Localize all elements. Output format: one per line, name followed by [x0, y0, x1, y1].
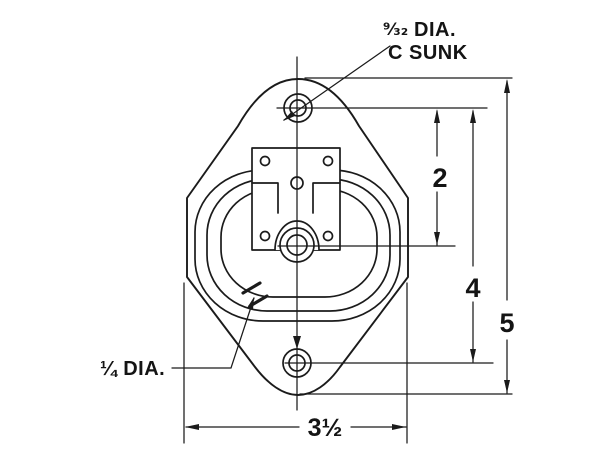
csunk-leader-arrow [283, 111, 295, 121]
dim4-arrow-down [470, 349, 476, 362]
bracket-screw-hole-top-right [322, 155, 334, 167]
ring-dia-leader-line [171, 297, 255, 369]
bracket-notch-left [251, 182, 279, 214]
bracket-notch-right [312, 182, 341, 214]
dim-width-arrow-right [392, 424, 406, 430]
dim-label-width: 3½ [308, 414, 343, 442]
dim5-arrow-down [504, 380, 510, 393]
dim-label-5: 5 [499, 308, 514, 338]
dim-width-arrow-left [185, 424, 199, 430]
bracket-screw-hole-bottom-left [259, 230, 271, 242]
csunk-note-line2: C SUNK [388, 42, 468, 64]
bracket-screw-hole-bottom-right [322, 230, 334, 242]
ring-dia-leader-arrow [247, 297, 254, 310]
plate-outline [186, 78, 409, 396]
dim-label-4: 4 [465, 273, 480, 303]
dim2-arrow-down [434, 232, 440, 245]
plate-outline-group [186, 78, 409, 396]
dimension-lines-group [185, 79, 510, 430]
csunk-note-dia: DIA. [414, 19, 456, 41]
dim2-arrow-up [434, 109, 440, 123]
csunk-leader-line [283, 45, 391, 121]
section-mark-1 [241, 281, 262, 295]
leader-lines-group [171, 45, 391, 369]
dim5-arrow-up [504, 79, 510, 93]
centerline-arrowhead [293, 336, 301, 349]
ring-rod-note: ¼ DIA. [100, 358, 165, 380]
bracket-screw-hole-top-left [259, 155, 271, 167]
csunk-note-fraction: ⁹⁄₃₂ [383, 20, 408, 40]
centerlines-group [183, 56, 513, 444]
dim-label-2: 2 [432, 163, 447, 193]
dim4-arrow-up [470, 109, 476, 123]
labels-group: ⁹⁄₃₂ DIA. C SUNK ¼ DIA. 2 4 5 3½ [100, 19, 515, 442]
